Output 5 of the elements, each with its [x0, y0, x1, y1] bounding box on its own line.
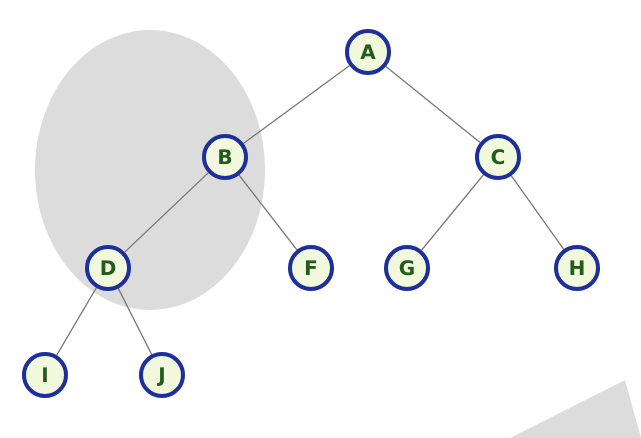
connector-line [385, 66, 481, 144]
connector-line [243, 65, 350, 144]
connector-line [421, 174, 484, 251]
connector-line [124, 172, 209, 253]
connector-line [238, 174, 298, 250]
